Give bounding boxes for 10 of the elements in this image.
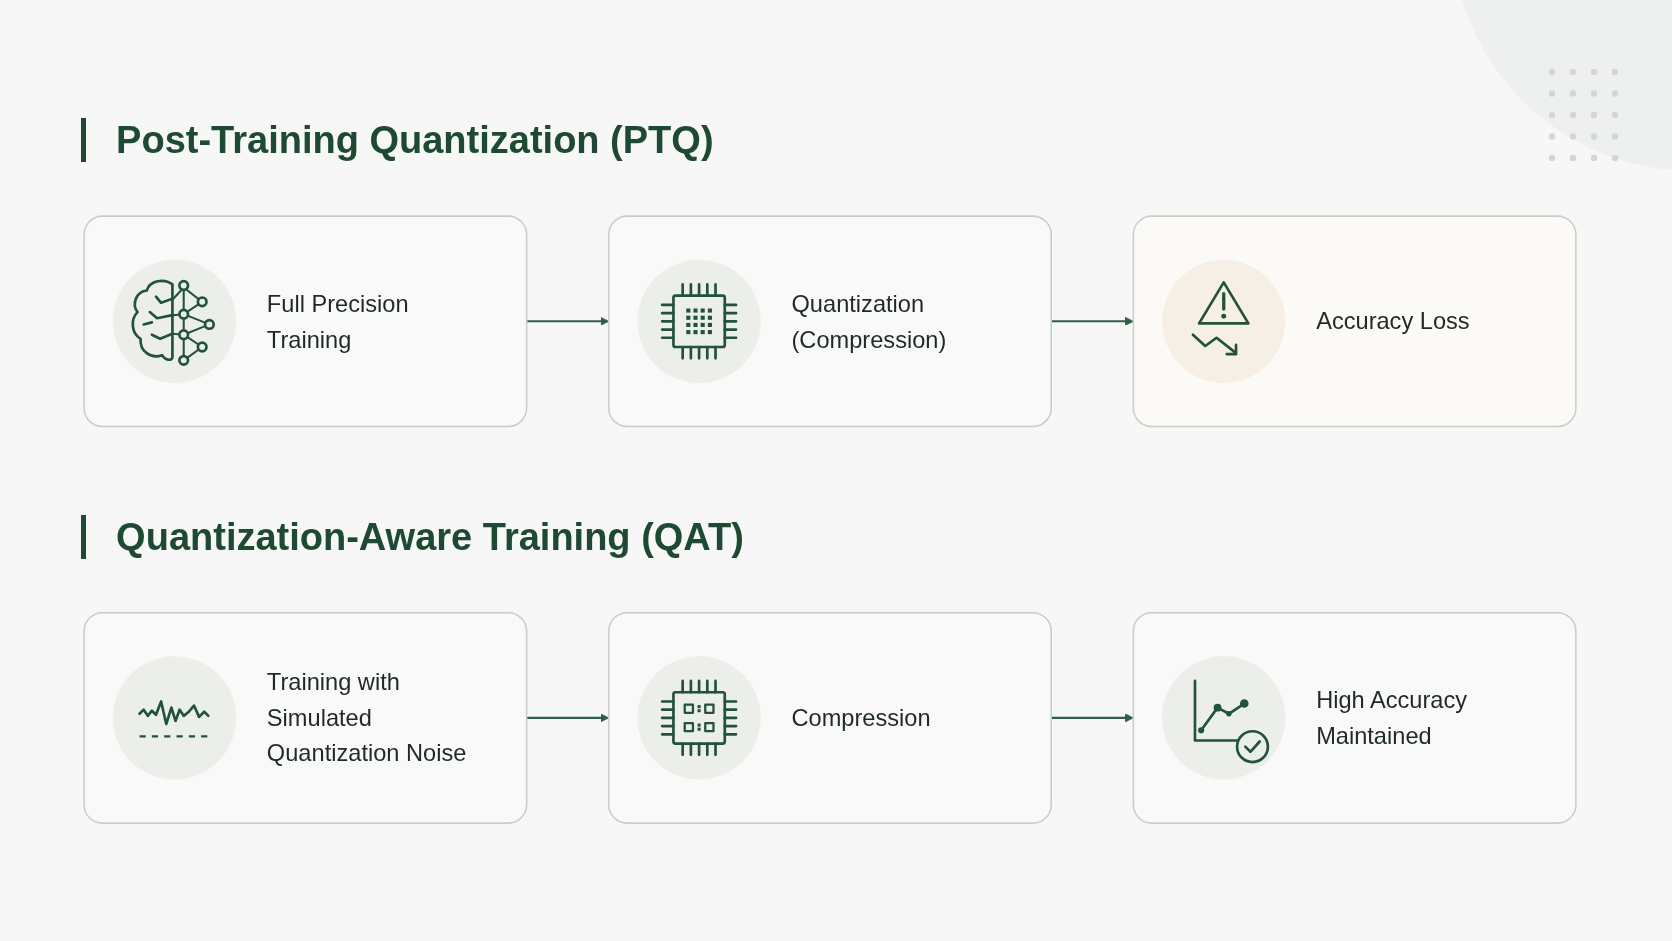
section-heading: Quantization-Aware Training (QAT)	[81, 514, 744, 559]
section-heading: Post-Training Quantization (PTQ)	[81, 118, 714, 163]
step-label: Full Precision Training	[266, 289, 410, 355]
step-label: Quantization (Compression)	[791, 289, 948, 355]
arrow	[1051, 713, 1134, 723]
step-label: Accuracy Loss	[1316, 306, 1470, 337]
arrow	[1051, 316, 1134, 326]
step-label: High Accuracy Maintained	[1316, 685, 1469, 751]
step-label: Compression	[791, 703, 931, 733]
step-label: Training with Simulated Quantization Noise	[266, 667, 468, 769]
